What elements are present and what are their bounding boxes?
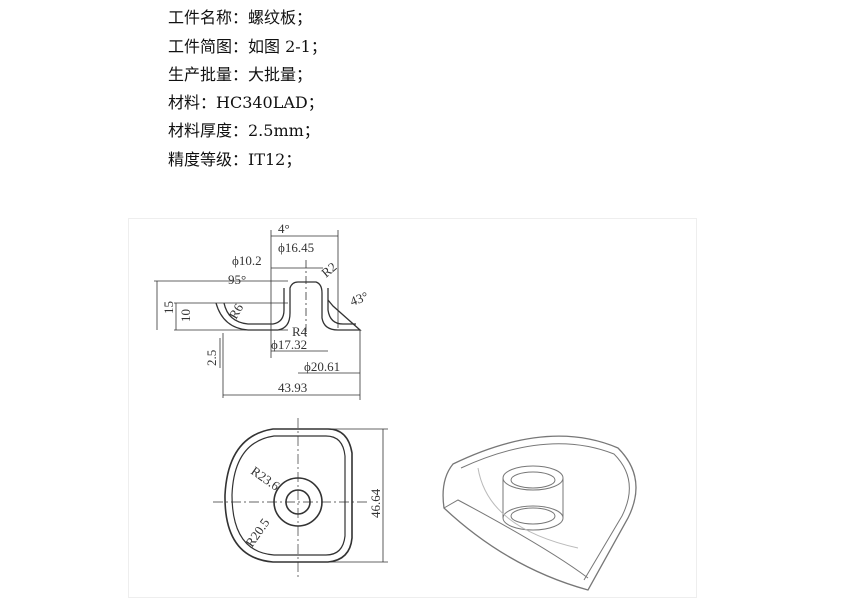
dim-d17-32: ϕ17.32 [271, 337, 307, 352]
dim-r2: R2 [318, 259, 339, 280]
spec-part-sketch: 工件简图：如图 2-1； [168, 37, 327, 56]
spec-thickness: 材料厚度：2.5mm； [168, 121, 320, 140]
dim-r20-5: R20.5 [242, 515, 272, 549]
dim-height-46-64: 46.64 [368, 488, 383, 518]
spec-precision: 精度等级：IT12； [168, 150, 302, 169]
section-view [154, 230, 362, 400]
dim-d16-45: ϕ16.45 [278, 240, 314, 255]
dim-height-10: 10 [178, 309, 193, 322]
part-drawing-figure: 4° ϕ16.45 ϕ10.2 R2 95° R6 43° 15 10 2.5 … [128, 218, 697, 598]
spec-material: 材料：HC340LAD； [168, 93, 324, 112]
top-view [213, 418, 388, 578]
dim-d10-2: ϕ10.2 [232, 253, 262, 268]
dim-d20-61: ϕ20.61 [304, 359, 340, 374]
spec-part-name: 工件名称：螺纹板； [168, 8, 313, 27]
dim-angle-43: 43° [348, 288, 370, 308]
dim-angle-95: 95° [228, 272, 246, 287]
dim-angle-4: 4° [278, 221, 290, 236]
dim-r4: R4 [292, 324, 308, 339]
dim-width-43-93: 43.93 [278, 380, 307, 395]
isometric-view [442, 435, 637, 591]
dim-r6: R6 [226, 300, 247, 321]
dim-height-15: 15 [161, 301, 176, 314]
dim-thickness-2-5: 2.5 [204, 350, 219, 366]
spec-batch: 生产批量：大批量； [168, 65, 313, 84]
